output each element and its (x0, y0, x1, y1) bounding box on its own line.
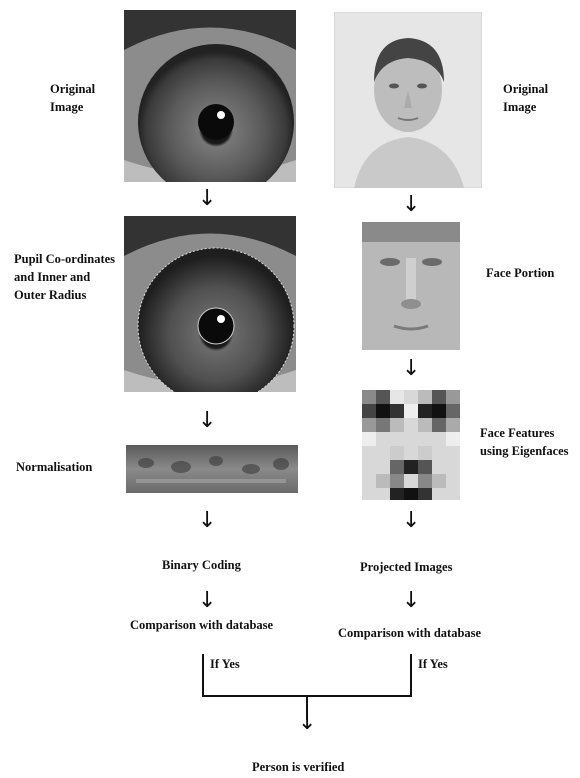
iris-merge-line (202, 654, 204, 696)
iris-original-image (124, 10, 296, 182)
iris-arrow-1: ↓ (198, 188, 216, 210)
face-comparison-label: Comparison with database (338, 624, 481, 642)
result-label: Person is verified (252, 758, 344, 776)
face-arrow-1: ↓ (402, 194, 420, 216)
face-projected-label: Projected Images (360, 558, 452, 576)
iris-segmented-image (124, 216, 296, 392)
iris-original-label: Original Image (50, 80, 95, 116)
iris-normalisation-label: Normalisation (16, 458, 92, 476)
face-eigenface-image (362, 390, 460, 500)
face-arrow-4: ↓ (402, 590, 420, 612)
iris-comparison-label: Comparison with database (130, 616, 273, 634)
face-portion-image (362, 222, 460, 350)
merge-arrow: ↓ (298, 712, 316, 734)
iris-arrow-3: ↓ (198, 510, 216, 532)
face-merge-line (410, 654, 412, 696)
iris-pupil-label: Pupil Co-ordinates and Inner and Outer R… (14, 250, 115, 304)
iris-arrow-2: ↓ (198, 410, 216, 432)
iris-if-yes-label: If Yes (210, 655, 240, 673)
iris-binary-label: Binary Coding (162, 556, 241, 574)
face-arrow-3: ↓ (402, 510, 420, 532)
iris-arrow-4: ↓ (198, 590, 216, 612)
face-if-yes-label: If Yes (418, 655, 448, 673)
face-original-label: Original Image (503, 80, 548, 116)
iris-normalised-strip (126, 445, 298, 493)
face-features-label: Face Features using Eigenfaces (480, 424, 569, 460)
face-original-image (334, 12, 482, 188)
face-arrow-2: ↓ (402, 358, 420, 380)
face-portion-label: Face Portion (486, 264, 554, 282)
